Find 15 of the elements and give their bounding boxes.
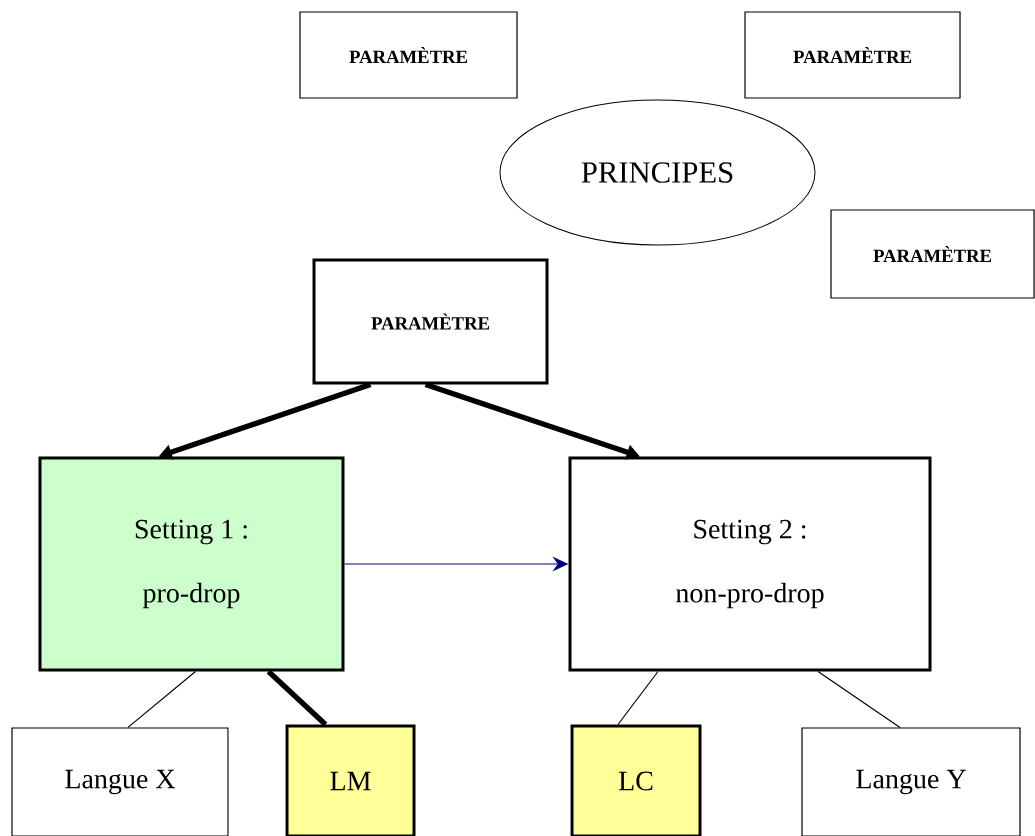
connector-line <box>617 670 659 726</box>
text-box: PARAMÈTRE <box>744 11 961 99</box>
text-box: PARAMÈTRE <box>312 258 549 385</box>
text-box: PARAMÈTRE <box>830 209 1035 299</box>
text-box: Setting 2 : non-pro-drop <box>568 456 932 672</box>
text-box: Setting 1 : pro-drop <box>38 456 345 672</box>
text-box: LM <box>285 724 416 836</box>
text-box: LC <box>570 724 702 836</box>
text-box: Langue X <box>11 727 229 836</box>
connector-line <box>266 669 328 727</box>
connector-line <box>127 670 197 728</box>
ellipse-node: PRINCIPES <box>499 99 816 246</box>
text-box: PARAMÈTRE <box>299 11 518 99</box>
connector-line <box>817 670 901 728</box>
text-box: Langue Y <box>801 727 1021 836</box>
